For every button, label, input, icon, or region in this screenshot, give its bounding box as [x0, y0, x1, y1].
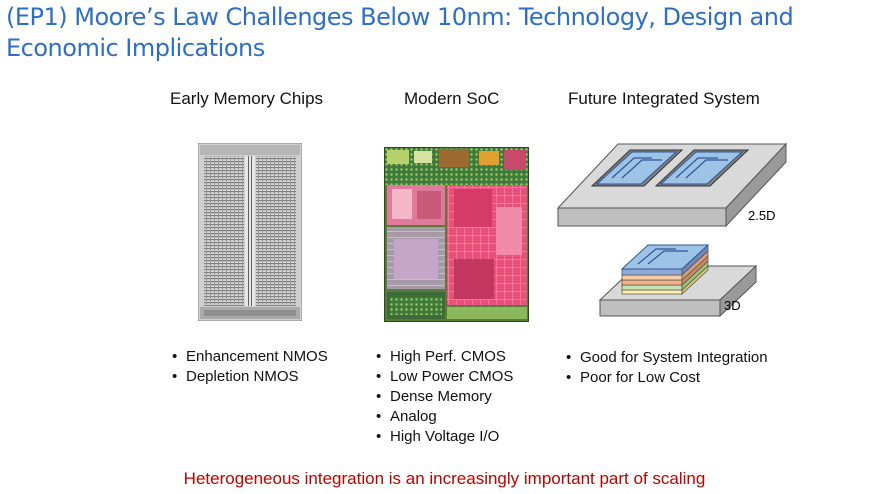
package-2-5d-image: 2.5D	[556, 142, 788, 228]
label-3d: 3D	[724, 298, 741, 313]
slide-title: (EP1) Moore’s Law Challenges Below 10nm:…	[6, 3, 794, 62]
heading-modern-soc: Modern SoC	[404, 89, 500, 108]
list-item: Poor for Low Cost	[566, 368, 768, 388]
list-item: Good for System Integration	[566, 348, 768, 368]
list-item: Analog	[376, 407, 513, 427]
future-system-bullets: Good for System Integration Poor for Low…	[566, 348, 768, 388]
heading-future-integrated-system: Future Integrated System	[568, 89, 760, 108]
package-3d-image: 3D	[598, 244, 758, 318]
modern-soc-bullets: High Perf. CMOS Low Power CMOS Dense Mem…	[376, 347, 513, 447]
early-memory-chip-image	[198, 143, 302, 321]
list-item: Low Power CMOS	[376, 367, 513, 387]
modern-soc-die-image	[384, 147, 529, 322]
list-item: Depletion NMOS	[172, 367, 328, 387]
list-item: Dense Memory	[376, 387, 513, 407]
slide-caption: Heterogeneous integration is an increasi…	[183, 469, 706, 488]
early-memory-bullets: Enhancement NMOS Depletion NMOS	[172, 347, 328, 387]
list-item: Enhancement NMOS	[172, 347, 328, 367]
list-item: High Voltage I/O	[376, 427, 513, 447]
label-2-5d: 2.5D	[748, 208, 775, 223]
list-item: High Perf. CMOS	[376, 347, 513, 367]
heading-early-memory-chips: Early Memory Chips	[170, 89, 324, 108]
